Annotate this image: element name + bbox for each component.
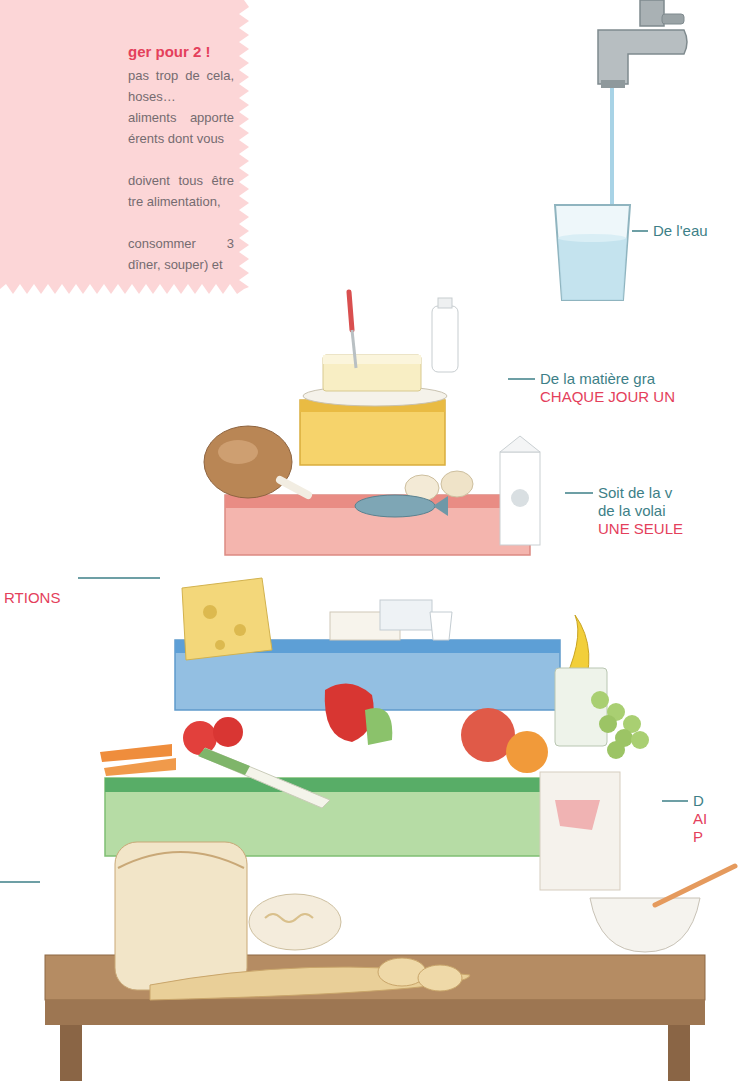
protein-level: [355, 495, 435, 517]
fruit-vegetable-level: [591, 691, 609, 709]
food-group-label: D: [693, 792, 704, 810]
protein-level: [511, 489, 529, 507]
fats-level: [300, 292, 458, 465]
fruit-vegetable-level: [607, 741, 625, 759]
protein-level: [500, 452, 540, 545]
food-group-label: De l'eau: [653, 222, 708, 240]
starch-foods: [555, 800, 600, 830]
fruit-vegetable-level: [198, 748, 250, 775]
dairy-level: [234, 624, 246, 636]
fruit-vegetable-level: [100, 744, 172, 762]
dairy-level: [175, 578, 560, 710]
food-group-label: Soit de la v: [598, 484, 672, 502]
food-group-label: De la matière gra: [540, 370, 655, 388]
dairy-level: [182, 578, 272, 660]
panel-heading: ger pour 2 !: [128, 42, 234, 62]
dairy-level: [430, 612, 452, 640]
water-glass: [558, 234, 626, 242]
protein-level: [225, 495, 530, 555]
water-tap: [640, 0, 664, 26]
food-group-label: UNE SEULE: [598, 520, 683, 538]
protein-level: [218, 440, 258, 464]
water-glass: [555, 205, 630, 300]
leader-line: [0, 231, 688, 882]
panel-paragraph: pas trop de cela, hoses…: [128, 65, 234, 107]
starch-foods: [118, 852, 244, 868]
starch-foods: [418, 965, 462, 991]
food-group-label: P: [693, 828, 703, 846]
intro-panel: ger pour 2 ! pas trop de cela, hoses…alim…: [0, 0, 258, 301]
dairy-level: [380, 600, 432, 630]
table: [60, 1025, 82, 1081]
protein-level: [280, 480, 308, 495]
protein-level: [500, 436, 540, 452]
fats-level: [300, 400, 445, 465]
water-tap: [598, 30, 687, 84]
water-glass: [558, 238, 627, 300]
water-tap: [598, 0, 687, 88]
panel-text: ger pour 2 ! pas trop de cela, hoses…alim…: [128, 42, 234, 275]
starch-foods: [655, 866, 735, 905]
leader-line: [78, 577, 160, 579]
leader-line: [508, 378, 535, 380]
table: [668, 1025, 690, 1081]
protein-level: [204, 426, 292, 498]
fats-level: [352, 330, 356, 368]
starch-foods: [540, 772, 620, 890]
panel-paragraph: aliments apporte érents dont vous: [128, 107, 234, 149]
food-group-label: de la volai: [598, 502, 666, 520]
starch-foods: [115, 772, 735, 1000]
fruit-vegetable-level: [183, 721, 217, 755]
fruit-vegetable-level: [105, 778, 600, 792]
panel-shape: [0, 0, 249, 294]
water-tap: [601, 80, 625, 88]
leader-line: [662, 800, 688, 802]
leader-line: [0, 881, 40, 883]
fats-level: [349, 292, 352, 330]
fruit-vegetable-level: [631, 731, 649, 749]
dairy-level: [203, 605, 217, 619]
panel-paragraph: doivent tous être tre alimentation,: [128, 170, 234, 212]
protein-level: [204, 426, 540, 555]
fruit-vegetable-level: [599, 715, 617, 733]
water-tap: [662, 14, 684, 24]
fruit-vegetable-level: [213, 717, 243, 747]
fats-level: [438, 298, 452, 308]
protein-level: [433, 496, 448, 516]
table: [45, 1000, 705, 1025]
fruit-vegetable-level: [365, 708, 392, 745]
leader-line: [632, 230, 648, 232]
food-group-label: AI: [693, 810, 707, 828]
starch-foods: [590, 898, 700, 952]
leader-line: [565, 492, 593, 494]
fruit-vegetable-level: [104, 758, 176, 776]
protein-level: [441, 471, 473, 497]
dairy-level: [215, 640, 225, 650]
fats-level: [323, 355, 421, 364]
panel-paragraph: consommer 3 dîner, souper) et: [128, 233, 234, 275]
fats-level: [432, 306, 458, 372]
starch-foods: [115, 842, 247, 990]
starch-foods: [249, 894, 341, 950]
fruit-vegetable-level: [100, 615, 649, 856]
fruit-vegetable-level: [506, 731, 548, 773]
food-group-label: CHAQUE JOUR UN: [540, 388, 675, 406]
starch-foods: [265, 914, 313, 922]
food-group-label: RTIONS: [4, 589, 60, 607]
fats-level: [323, 355, 421, 391]
water-glass: [555, 205, 630, 300]
